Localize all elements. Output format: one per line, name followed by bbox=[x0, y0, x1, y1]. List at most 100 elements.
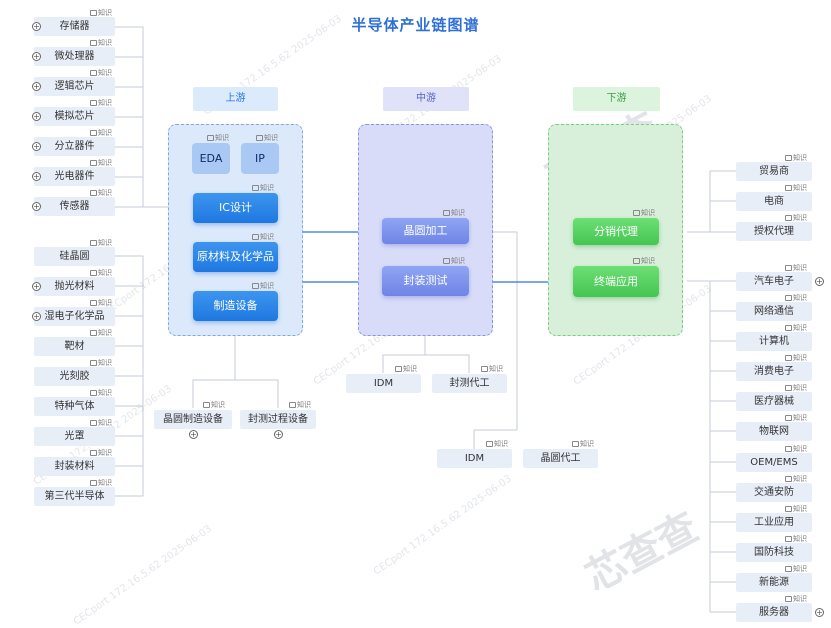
expand-icon[interactable]: + bbox=[32, 22, 41, 31]
knowledge-tag: 知识 bbox=[572, 440, 594, 449]
leaf-polishing[interactable]: 抛光材料 bbox=[34, 277, 115, 296]
knowledge-tag: 知识 bbox=[785, 324, 807, 333]
leaf-third-gen[interactable]: 第三代半导体 bbox=[34, 487, 115, 506]
knowledge-tag: 知识 bbox=[785, 184, 807, 193]
packaging-testing-node[interactable]: 封装测试 bbox=[382, 266, 469, 296]
knowledge-tag: 知识 bbox=[252, 184, 274, 193]
leaf-packaging-equipment[interactable]: 封测过程设备 bbox=[240, 410, 316, 429]
knowledge-tag: 知识 bbox=[486, 440, 508, 449]
knowledge-tag: 知识 bbox=[90, 329, 112, 338]
knowledge-tag: 知识 bbox=[207, 134, 229, 143]
leaf-network[interactable]: 网络通信 bbox=[736, 302, 812, 321]
expand-icon[interactable]: + bbox=[32, 52, 41, 61]
knowledge-tag: 知识 bbox=[256, 134, 278, 143]
knowledge-tag: 知识 bbox=[785, 384, 807, 393]
leaf-memory[interactable]: 存储器 bbox=[34, 17, 115, 36]
leaf-new-energy[interactable]: 新能源 bbox=[736, 573, 812, 592]
leaf-ecommerce[interactable]: 电商 bbox=[736, 192, 812, 211]
expand-icon[interactable]: + bbox=[32, 282, 41, 291]
leaf-wafer-equipment[interactable]: 晶圆制造设备 bbox=[154, 410, 232, 429]
expand-icon[interactable]: + bbox=[32, 112, 41, 121]
expand-icon[interactable]: + bbox=[32, 312, 41, 321]
watermark-logo: 芯查查 bbox=[578, 504, 706, 602]
knowledge-tag: 知识 bbox=[90, 239, 112, 248]
knowledge-tag: 知识 bbox=[90, 449, 112, 458]
leaf-idm-wafer[interactable]: IDM bbox=[437, 449, 512, 468]
knowledge-tag: 知识 bbox=[90, 269, 112, 278]
knowledge-tag: 知识 bbox=[90, 189, 112, 198]
terminal-application-node[interactable]: 终端应用 bbox=[573, 266, 659, 297]
leaf-idm-pack[interactable]: IDM bbox=[346, 374, 421, 393]
knowledge-tag: 知识 bbox=[481, 365, 503, 374]
leaf-trader[interactable]: 贸易商 bbox=[736, 162, 812, 181]
knowledge-tag: 知识 bbox=[90, 99, 112, 108]
stage-header-upstream: 上游 bbox=[193, 87, 278, 111]
leaf-microprocessor[interactable]: 微处理器 bbox=[34, 47, 115, 66]
leaf-automotive[interactable]: 汽车电子 bbox=[736, 272, 812, 291]
knowledge-tag: 知识 bbox=[252, 282, 274, 291]
leaf-consumer[interactable]: 消费电子 bbox=[736, 362, 812, 381]
knowledge-tag: 知识 bbox=[90, 159, 112, 168]
knowledge-tag: 知识 bbox=[90, 389, 112, 398]
leaf-computer[interactable]: 计算机 bbox=[736, 332, 812, 351]
ip-node[interactable]: IP bbox=[241, 143, 279, 174]
knowledge-tag: 知识 bbox=[289, 401, 311, 410]
ic-design-node[interactable]: IC设计 bbox=[193, 193, 278, 223]
leaf-analog-chip[interactable]: 模拟芯片 bbox=[34, 107, 115, 126]
knowledge-tag: 知识 bbox=[443, 209, 465, 218]
expand-icon[interactable]: + bbox=[32, 142, 41, 151]
leaf-wafer-foundry[interactable]: 晶圆代工 bbox=[523, 449, 598, 468]
leaf-photoresist[interactable]: 光刻胶 bbox=[34, 367, 115, 386]
expand-icon[interactable]: + bbox=[32, 82, 41, 91]
leaf-packaging-material[interactable]: 封装材料 bbox=[34, 457, 115, 476]
materials-node[interactable]: 原材料及化学品 bbox=[193, 242, 278, 272]
leaf-packaging-foundry[interactable]: 封测代工 bbox=[432, 374, 507, 393]
expand-icon[interactable]: + bbox=[32, 172, 41, 181]
expand-icon[interactable]: + bbox=[274, 430, 283, 439]
knowledge-tag: 知识 bbox=[785, 354, 807, 363]
knowledge-tag: 知识 bbox=[785, 475, 807, 484]
leaf-industrial[interactable]: 工业应用 bbox=[736, 513, 812, 532]
leaf-special-gas[interactable]: 特种气体 bbox=[34, 397, 115, 416]
leaf-oem-ems[interactable]: OEM/EMS bbox=[736, 453, 812, 472]
leaf-optoelectronic[interactable]: 光电器件 bbox=[34, 167, 115, 186]
knowledge-tag: 知识 bbox=[90, 39, 112, 48]
knowledge-tag: 知识 bbox=[785, 595, 807, 604]
expand-icon[interactable]: + bbox=[189, 430, 198, 439]
knowledge-tag: 知识 bbox=[252, 233, 274, 242]
page-title: 半导体产业链图谱 bbox=[351, 16, 480, 34]
knowledge-tag: 知识 bbox=[90, 9, 112, 18]
expand-icon[interactable]: + bbox=[815, 608, 824, 617]
distribution-node[interactable]: 分销代理 bbox=[573, 218, 659, 245]
knowledge-tag: 知识 bbox=[90, 359, 112, 368]
leaf-target[interactable]: 靶材 bbox=[34, 337, 115, 356]
leaf-photomask[interactable]: 光罩 bbox=[34, 427, 115, 446]
leaf-server[interactable]: 服务器 bbox=[736, 603, 812, 622]
leaf-defense[interactable]: 国防科技 bbox=[736, 543, 812, 562]
knowledge-tag: 知识 bbox=[90, 479, 112, 488]
leaf-medical[interactable]: 医疗器械 bbox=[736, 392, 812, 411]
wafer-processing-node[interactable]: 晶圆加工 bbox=[382, 218, 469, 244]
leaf-authorized-agent[interactable]: 授权代理 bbox=[736, 222, 812, 241]
leaf-wet-chemicals[interactable]: 湿电子化学品 bbox=[34, 307, 115, 326]
knowledge-tag: 知识 bbox=[633, 209, 655, 218]
knowledge-tag: 知识 bbox=[785, 294, 807, 303]
expand-icon[interactable]: + bbox=[32, 202, 41, 211]
leaf-security[interactable]: 交通安防 bbox=[736, 483, 812, 502]
expand-icon[interactable]: + bbox=[815, 277, 824, 286]
knowledge-tag: 知识 bbox=[785, 414, 807, 423]
knowledge-tag: 知识 bbox=[443, 257, 465, 266]
equipment-node[interactable]: 制造设备 bbox=[193, 291, 278, 321]
knowledge-tag: 知识 bbox=[90, 419, 112, 428]
leaf-sensor[interactable]: 传感器 bbox=[34, 197, 115, 216]
knowledge-tag: 知识 bbox=[90, 69, 112, 78]
leaf-silicon-wafer[interactable]: 硅晶圆 bbox=[34, 247, 115, 266]
knowledge-tag: 知识 bbox=[785, 214, 807, 223]
knowledge-tag: 知识 bbox=[785, 535, 807, 544]
leaf-logic-chip[interactable]: 逻辑芯片 bbox=[34, 77, 115, 96]
leaf-iot[interactable]: 物联网 bbox=[736, 422, 812, 441]
knowledge-tag: 知识 bbox=[90, 299, 112, 308]
leaf-discrete-device[interactable]: 分立器件 bbox=[34, 137, 115, 156]
eda-node[interactable]: EDA bbox=[192, 143, 230, 174]
knowledge-tag: 知识 bbox=[785, 505, 807, 514]
